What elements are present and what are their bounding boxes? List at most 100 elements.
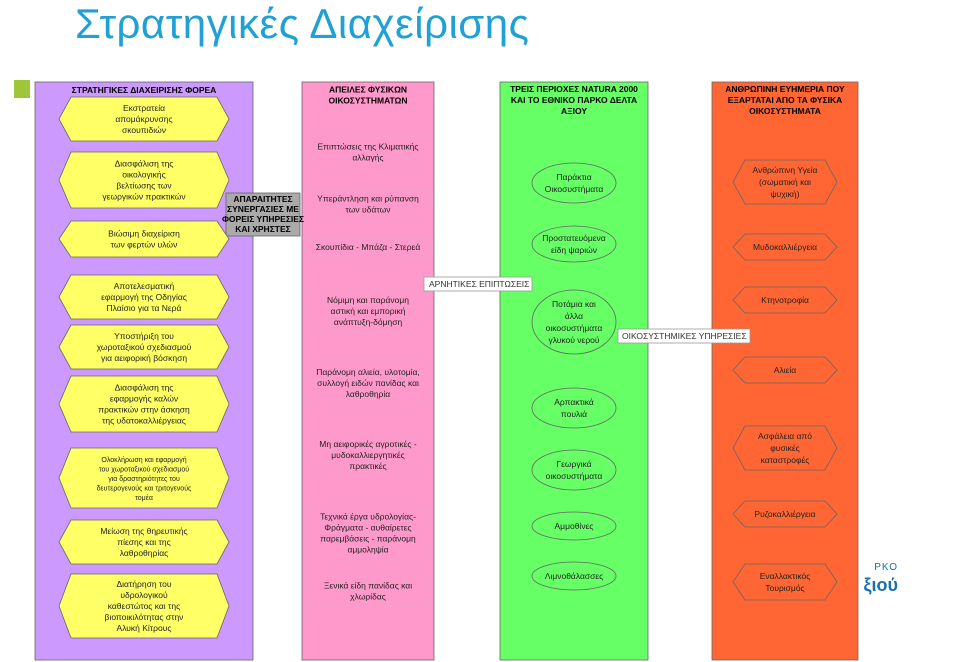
wellbeing-node-label-line: Ασφάλεια από <box>758 431 812 441</box>
strategy-node-label-line: Διασφάλιση της <box>115 383 174 393</box>
wellbeing-node-label: Αλιεία <box>774 365 796 375</box>
threat-node-label-line: Φράγματα - αυθαίρετες <box>324 523 411 533</box>
natura-node <box>531 561 617 591</box>
threat-node-label-line: λαθροθηρία <box>346 389 391 399</box>
natura-node-label-line: είδη ψαριών <box>551 245 597 255</box>
strategy-node <box>58 274 230 320</box>
natura-node <box>531 511 617 541</box>
wellbeing-node <box>732 159 838 205</box>
strategy-node <box>58 573 230 639</box>
wellbeing-node-label-line: Μυδοκαλλιέργεια <box>753 242 817 252</box>
partners-label-line: ΦΟΡΕΙΣ ΥΠΗΡΕΣΙΕΣ <box>222 214 304 224</box>
wellbeing-header-line: ΟΙΚΟΣΥΣΤΗΜΑΤΑ <box>749 106 821 116</box>
strategy-node-label-line: πρακτικών στην άσκηση <box>98 405 190 415</box>
wellbeing-node <box>732 563 838 601</box>
wellbeing-node <box>732 233 838 261</box>
partners-label-line: ΣΥΝΕΡΓΑΣΙΕΣ ΜΕ <box>227 204 299 214</box>
wellbeing-node <box>732 500 838 528</box>
natura-node-label-line: οικοσυστήματα <box>546 471 603 481</box>
threat-node <box>306 189 430 219</box>
strategy-node-label-line: εφαρμογής καλών <box>110 394 178 404</box>
wellbeing-node-label-line: Αλιεία <box>774 365 796 375</box>
natura-node-label-line: Λιμνοθάλασσες <box>545 571 604 581</box>
threat-node <box>306 133 430 171</box>
threat-node-label-line: μυδοκαλλιεργητικές <box>331 450 404 460</box>
logo-fragment-top: ΡΚΟ <box>874 562 898 573</box>
natura-node <box>531 387 617 429</box>
threat-node-label-line: Παράνομη αλιεία, υλοτομία, <box>316 367 420 377</box>
natura-node <box>531 225 617 263</box>
strategy-node-label-line: υδρολογικού <box>120 590 168 600</box>
strategy-node-label-line: βελτίωσης των <box>116 181 171 191</box>
wellbeing-node-label-line: Τουρισμός <box>765 583 804 593</box>
wellbeing-node-label: Ρυζοκαλλιέργεια <box>754 509 815 519</box>
threat-node-label-line: Υπεράντληση και ρύπανση <box>317 194 419 204</box>
threat-node-label-line: αστική και εμπορική <box>331 306 406 316</box>
natura-node-label-line: Παράκτια <box>556 172 591 182</box>
strategy-node <box>58 324 230 370</box>
threat-node-label: Τεχνικά έργα υδρολογίας-Φράγματα - αυθαί… <box>320 512 416 555</box>
wellbeing-node-label: Μυδοκαλλιέργεια <box>753 242 817 252</box>
threat-node-label-line: Τεχνικά έργα υδρολογίας- <box>320 512 416 522</box>
natura-node-label-line: Αμμοθίνες <box>555 521 594 531</box>
wellbeing-node <box>732 425 838 471</box>
strategy-node <box>58 220 230 258</box>
accent-bar <box>14 80 30 98</box>
strategy-node-label-line: του χωροταξικού σχεδιασμού <box>99 466 189 474</box>
strategy-node-label-line: Πλαίσιο για τα Νερά <box>107 303 182 313</box>
strategy-node-label-line: Βιώσιμη διαχείριση <box>108 229 180 239</box>
wellbeing-node-label-line: Ρυζοκαλλιέργεια <box>754 509 815 519</box>
partners-label-line: ΑΠΑΡΑΙΤΗΤΕΣ <box>233 194 292 204</box>
strategy-node-label-line: βιοποικιλότητας στην <box>105 612 184 622</box>
threat-node-label-line: πρακτικές <box>349 461 386 471</box>
strategy-node-label-line: Εκστρατεία <box>123 103 165 113</box>
threat-node <box>306 288 430 334</box>
threat-node-label-line: ανάπτυξη-δόμηση <box>334 317 403 327</box>
threat-node-label-line: αλλαγής <box>352 153 383 163</box>
wellbeing-node-label-line: Κτηνοτροφία <box>761 295 809 305</box>
strategies-header-line: ΣΤΡΑΤΗΓΙΚΕΣ ΔΙΑΧΕΙΡΙΣΗΣ ΦΟΡΕΑ <box>72 85 217 95</box>
partners-label-line: ΚΑΙ ΧΡΗΣΤΕΣ <box>235 224 291 234</box>
natura-node <box>531 449 617 491</box>
natura-node-label: Λιμνοθάλασσες <box>545 571 604 581</box>
natura-node-label-line: άλλα <box>565 311 583 321</box>
strategies-header: ΣΤΡΑΤΗΓΙΚΕΣ ΔΙΑΧΕΙΡΙΣΗΣ ΦΟΡΕΑ <box>72 85 217 95</box>
natura-node-label-line: Οικοσυστήματα <box>545 184 604 194</box>
strategy-node-label-line: Διασφάλιση της <box>115 159 174 169</box>
threat-node <box>306 505 430 561</box>
wellbeing-node-label-line: Εναλλακτικός <box>760 571 811 581</box>
threat-node-label: Παράνομη αλιεία, υλοτομία,συλλογή ειδών … <box>316 367 420 399</box>
threats-header-line: ΑΠΕΙΛΕΣ ΦΥΣΙΚΩΝ <box>329 85 407 95</box>
wellbeing-node-label-line: Ανθρώπινη Υγεία <box>753 165 818 175</box>
natura-node-label-line: Αρπακτικά <box>554 397 594 407</box>
logo-fragment-bottom: ξιού <box>863 575 899 595</box>
wellbeing-node-label: Κτηνοτροφία <box>761 295 809 305</box>
natura-node-label-line: Ποτάμια και <box>552 299 596 309</box>
threat-node-label: Μη αειφορικές αγροτικές -μυδοκαλλιεργητι… <box>319 439 417 471</box>
strategy-node-label-line: Ολοκλήρωση και εφαρμογή <box>101 457 186 464</box>
wellbeing-header-line: ΑΝΘΡΩΠΙΝΗ ΕΥΗΜΕΡΙΑ ΠΟΥ <box>725 84 845 94</box>
strategy-node <box>58 375 230 433</box>
wellbeing-node <box>732 356 838 384</box>
strategy-node <box>58 151 230 209</box>
threat-node-label-line: Σκουπίδια - Μπάζα - Στερεά <box>316 242 421 252</box>
strategy-node-label-line: πίεσης και της <box>117 537 170 547</box>
strategy-node-label-line: καθεστώτος και της <box>108 601 181 611</box>
services-tag-box <box>617 328 751 344</box>
wellbeing-header-line: ΕΞΑΡΤΑΤΑΙ ΑΠΟ ΤΑ ΦΥΣΙΚΑ <box>728 95 843 105</box>
strategy-node-label: Ολοκλήρωση και εφαρμογή του χωροταξικού σ… <box>97 457 192 502</box>
